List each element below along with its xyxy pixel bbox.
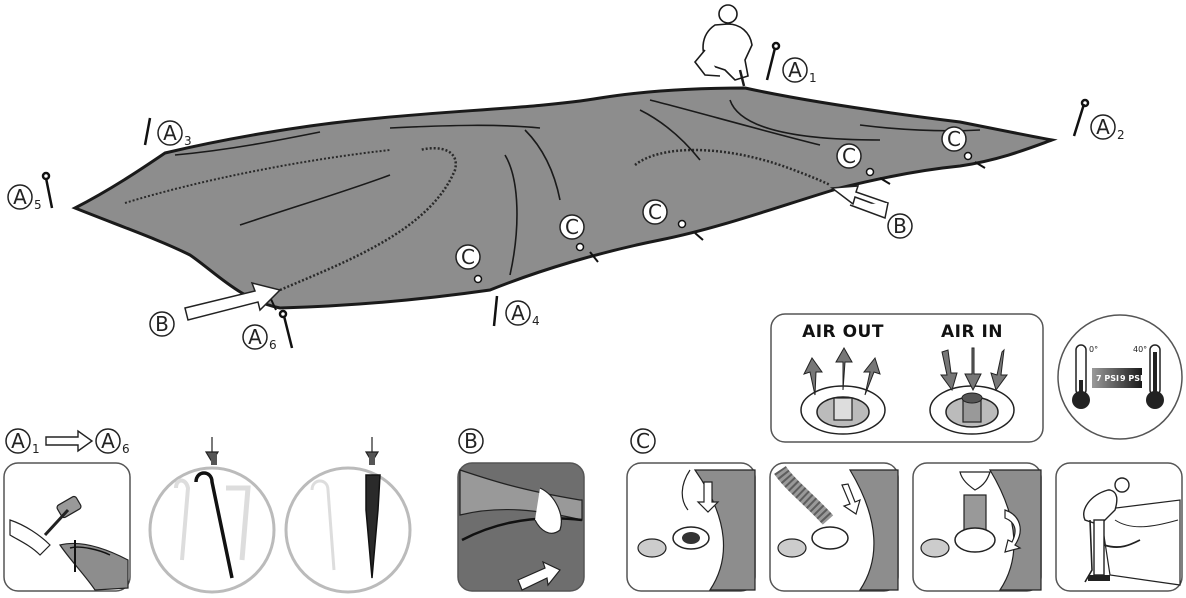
step-label-stakes: A 1 A 6 — [5, 428, 130, 456]
thermometer-hot-icon — [1146, 344, 1164, 409]
svg-text:1: 1 — [32, 442, 40, 456]
edge-arrow-left — [184, 281, 282, 321]
stake-label-6: A 6 — [242, 324, 277, 352]
svg-text:A: A — [13, 185, 27, 209]
svg-text:C: C — [461, 245, 475, 269]
hand-pump-icon — [1093, 519, 1105, 576]
panel-tighten-edge — [457, 462, 585, 592]
stake-label-2: A 2 — [1090, 114, 1125, 142]
pressure-panel: 0° 40° 7 PSI 9 PSI — [1057, 314, 1183, 440]
svg-text:A: A — [788, 58, 802, 82]
hammer-icon — [43, 495, 82, 537]
air-in-valve-icon — [929, 347, 1015, 435]
panel-valve-inflate — [912, 462, 1042, 592]
valve-label-4: C — [836, 143, 875, 177]
svg-text:5: 5 — [34, 198, 42, 212]
svg-text:6: 6 — [122, 442, 130, 456]
svg-text:A: A — [248, 325, 262, 349]
valve-label-3: C — [642, 199, 687, 229]
air-valve-panel: AIR OUT AIR IN — [770, 313, 1044, 443]
svg-text:4: 4 — [532, 314, 540, 328]
edge-arrow-right — [829, 185, 890, 220]
psi-high-label: 9 PSI — [1120, 374, 1143, 383]
arrow-curve-icon — [1004, 509, 1022, 553]
thermometer-cold-icon — [1072, 344, 1090, 409]
valve-label-2: C — [559, 214, 585, 252]
air-in-label: AIR IN — [941, 322, 1003, 342]
panel-valve-open — [626, 462, 756, 592]
svg-text:A: A — [511, 301, 525, 325]
svg-text:C: C — [648, 200, 662, 224]
svg-text:B: B — [464, 429, 478, 453]
svg-text:2: 2 — [1117, 128, 1125, 142]
svg-text:1: 1 — [809, 71, 817, 85]
edge-label-left: B — [149, 311, 175, 337]
psi-gradient-bar — [1092, 368, 1142, 388]
valve-label-5: C — [941, 126, 973, 161]
air-out-label: AIR OUT — [802, 322, 884, 342]
panel-person-pumping — [1055, 462, 1183, 592]
step-label-edge: B — [458, 428, 484, 454]
svg-text:C: C — [947, 127, 961, 151]
person-icon — [1083, 489, 1118, 526]
valve-label-1: C — [455, 244, 483, 284]
svg-text:A: A — [1096, 115, 1110, 139]
hook-stake-icon — [194, 471, 234, 579]
panel-spike-stake — [284, 437, 412, 594]
svg-text:6: 6 — [269, 338, 277, 352]
temp-high-label: 40° — [1133, 345, 1147, 354]
step-label-valve: C — [630, 428, 656, 454]
svg-text:C: C — [565, 215, 579, 239]
svg-text:B: B — [893, 214, 907, 238]
svg-text:C: C — [636, 429, 650, 453]
air-out-valve-icon — [800, 346, 886, 435]
stake-label-3: A 3 — [157, 120, 192, 148]
stake-markers — [41, 41, 1090, 349]
svg-text:3: 3 — [184, 134, 192, 148]
svg-text:A: A — [11, 429, 25, 453]
stake-label-4: A 4 — [505, 300, 540, 328]
arrow-right-icon — [517, 560, 561, 591]
svg-text:B: B — [155, 312, 169, 336]
psi-low-label: 7 PSI — [1096, 374, 1119, 383]
stake-label-1: A 1 — [782, 57, 817, 85]
temp-low-label: 0° — [1089, 345, 1098, 354]
arrow-right-icon — [45, 429, 94, 453]
svg-text:A: A — [101, 429, 115, 453]
pool-cover — [71, 86, 1058, 311]
panel-hook-stake — [148, 437, 276, 594]
svg-text:A: A — [163, 121, 177, 145]
arrow-down-icon — [841, 483, 861, 515]
spike-stake-icon — [365, 474, 381, 579]
person-staking-icon — [693, 4, 753, 87]
panel-hammer-stake — [3, 462, 131, 592]
cover-shape — [71, 86, 1058, 310]
stake-label-5: A 5 — [7, 184, 42, 212]
arrow-down-icon — [696, 481, 720, 513]
svg-text:C: C — [842, 144, 856, 168]
edge-label-right: B — [887, 213, 913, 239]
panel-valve-hose — [769, 462, 899, 592]
